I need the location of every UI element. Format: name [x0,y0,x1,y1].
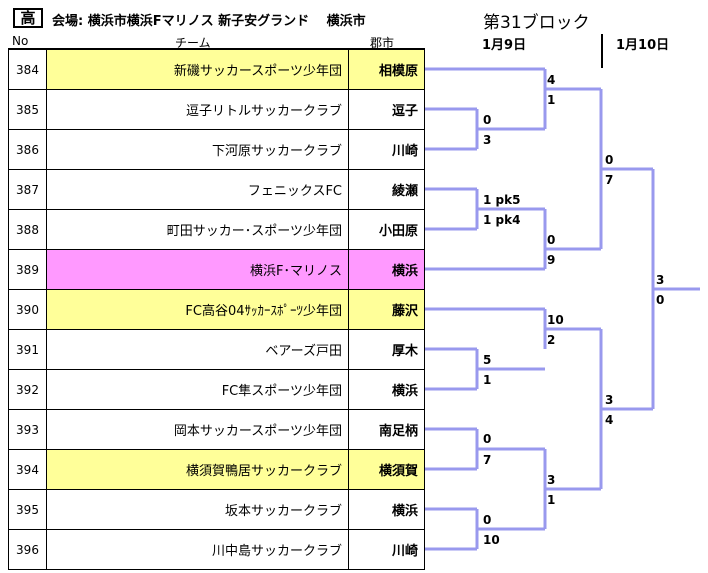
match-score: 3 [483,133,492,147]
team-city: 相模原 [349,50,424,89]
venue-label: 会場: 横浜市横浜Fマリノス 新子安グランド 横浜市 [52,14,366,29]
team-name: 岡本サッカースポーツ少年団 [47,410,349,449]
date-divider [601,34,603,68]
match-score: 10 [483,533,500,547]
match-score: 5 [483,353,492,367]
match-score: 3 [547,473,556,487]
match-score: 0 [605,153,614,167]
team-name: 川中島サッカークラブ [47,530,349,569]
team-city: 川崎 [391,144,418,159]
team-name: 逗子リトルサッカークラブ [47,90,349,129]
match-score: 0 [483,113,492,127]
match-score: 7 [483,453,492,467]
team-name: 下河原サッカークラブ [47,130,349,169]
match-score: 1 [483,373,492,387]
team-number: 385 [9,90,47,129]
match-score: 0 [483,513,492,527]
team-name: フェニックスFC [47,170,349,209]
match-score: 1 pk5 [483,193,521,207]
column-header-no: No [12,34,29,48]
match-score: 7 [605,173,614,187]
match-score: 2 [547,333,556,347]
team-number: 394 [9,450,47,489]
team-number: 396 [9,530,47,569]
team-name: 横浜F･マリノス [47,250,349,289]
team-city: 横浜 [349,250,424,289]
team-number: 389 [9,250,47,289]
team-city: 藤沢 [349,290,424,329]
team-name: FC隼スポーツ少年団 [47,370,349,409]
team-city: 厚木 [391,344,418,359]
team-city: 小田原 [378,224,418,239]
team-name: ベアーズ戸田 [47,330,349,369]
team-city: 綾瀬 [391,184,418,199]
team-number: 384 [9,50,47,89]
team-number: 387 [9,170,47,209]
team-city: 横須賀 [349,450,424,489]
team-city: 南足柄 [378,424,418,439]
date-day1: 1月9日 [482,38,527,53]
column-header-team: チーム [175,36,211,50]
team-name: 坂本サッカークラブ [47,490,349,529]
team-name: 横須賀鴨居サッカークラブ [47,450,349,489]
category-badge: 高 [13,8,43,28]
team-city: 横浜 [391,384,418,399]
match-score: 1 [547,93,556,107]
match-score: 0 [547,233,556,247]
match-score: 1 pk4 [483,213,521,227]
team-city: 逗子 [391,104,418,119]
team-number: 388 [9,210,47,249]
team-city: 川崎 [391,544,418,559]
team-name: FC高谷04ｻｯｶｰｽﾎﾟｰﾂ少年団 [47,290,349,329]
match-score: 9 [547,253,556,267]
block-title: 第31ブロック [483,13,590,33]
match-score: 4 [547,73,556,87]
match-score: 0 [656,293,665,307]
match-score: 10 [547,313,564,327]
team-number: 393 [9,410,47,449]
team-city: 横浜 [391,504,418,519]
match-score: 4 [605,413,614,427]
team-name: 新磯サッカースポーツ少年団 [47,50,349,89]
team-number: 392 [9,370,47,409]
team-name: 町田サッカー･スポーツ少年団 [47,210,349,249]
date-day2: 1月10日 [616,38,670,53]
match-score: 3 [605,393,614,407]
column-header-city: 郡市 [370,36,395,50]
match-score: 0 [483,432,492,446]
match-score: 1 [547,493,556,507]
team-number: 395 [9,490,47,529]
team-number: 390 [9,290,47,329]
team-number: 391 [9,330,47,369]
match-score: 3 [656,273,665,287]
team-number: 386 [9,130,47,169]
